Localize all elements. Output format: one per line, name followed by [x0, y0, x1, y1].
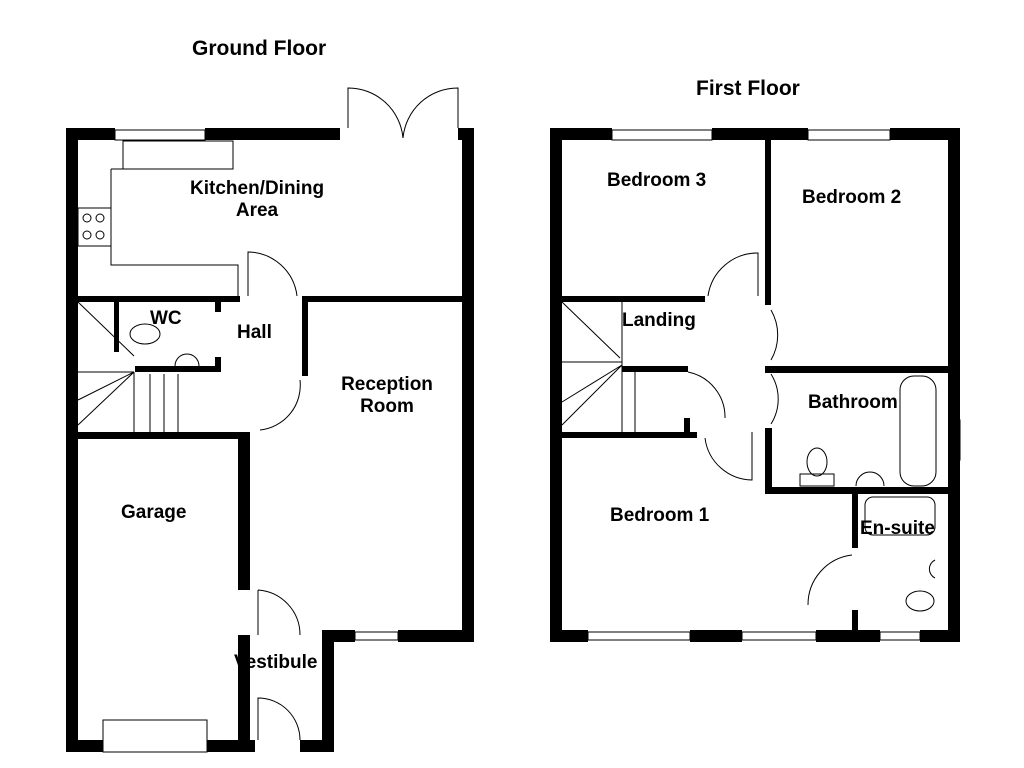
window: [807, 129, 891, 141]
window: [114, 129, 206, 141]
window: [354, 631, 399, 641]
reception-label-line2: Room: [360, 396, 414, 417]
kitchen-label: Kitchen/Dining Area: [190, 178, 324, 222]
toilet: [129, 323, 161, 345]
toilet: [806, 447, 828, 477]
first-floor-walls: [550, 128, 960, 642]
basin: [928, 559, 936, 579]
vestibule-label: Vestibule: [234, 652, 318, 673]
window: [879, 631, 921, 641]
window: [611, 129, 713, 141]
door-swing: [257, 589, 301, 636]
french-doors: [347, 87, 459, 139]
kitchen-label-line1: Kitchen/Dining: [190, 178, 325, 199]
stairs: [77, 301, 179, 432]
door-swing: [770, 373, 779, 425]
shower: [864, 496, 936, 536]
door-swing: [707, 252, 759, 297]
door-swing: [247, 251, 298, 297]
first-floor-fixtures: [561, 129, 961, 641]
window: [587, 631, 691, 641]
wc-label: WC: [150, 308, 182, 329]
window: [741, 631, 817, 641]
stairs: [561, 301, 636, 432]
kitchen-sink: [122, 140, 234, 170]
basin: [174, 353, 200, 367]
ground-floor-title: Ground Floor: [192, 37, 327, 60]
ground-floor-walls: [66, 128, 474, 752]
hob: [77, 207, 112, 247]
landing-label: Landing: [622, 310, 696, 331]
toilet: [905, 590, 935, 612]
ensuite-label: En-suite: [860, 518, 935, 539]
bedroom3-label: Bedroom 3: [607, 170, 707, 191]
window: [949, 419, 961, 461]
door-swing: [257, 697, 301, 741]
kitchen-label-line2: Area: [235, 200, 279, 221]
door-swing: [704, 432, 753, 481]
garage-label: Garage: [121, 502, 187, 523]
basin: [855, 471, 885, 487]
reception-label-line1: Reception: [341, 374, 433, 395]
garage-door: [102, 719, 208, 753]
bath: [899, 375, 937, 487]
hall-label: Hall: [237, 322, 272, 343]
bedroom1-label: Bedroom 1: [610, 505, 710, 526]
door-swing: [687, 371, 726, 419]
door-swing: [807, 554, 853, 606]
bathroom-label: Bathroom: [808, 392, 898, 413]
bedroom2-label: Bedroom 2: [802, 187, 902, 208]
ground-floor-fixtures: [77, 87, 459, 753]
first-floor-title: First Floor: [696, 77, 800, 100]
reception-label: Reception Room: [328, 374, 446, 418]
door-swing: [770, 309, 779, 361]
door-swing: [259, 379, 301, 431]
